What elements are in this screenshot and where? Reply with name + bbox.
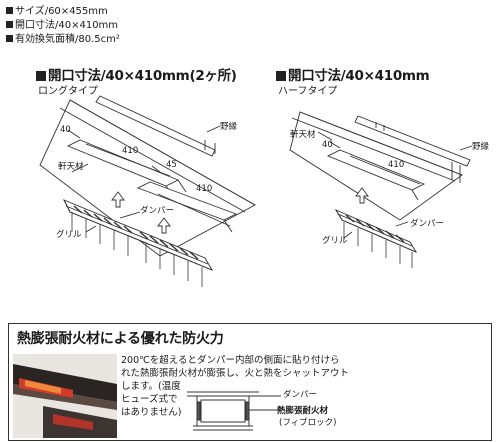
- fire-expansion-photo: [13, 354, 117, 438]
- fire-text-line-3: します。(温度: [121, 381, 181, 392]
- fire-text-line-1: 200℃を超えるとダンパー内部の側面に貼り付けら: [121, 355, 340, 366]
- half-type-subtitle: ハーフタイプ: [278, 86, 338, 97]
- fire-resistance-panel: 熱膨張耐火材による優れた防火力 200℃を超えるとダンパー内部の側面に貼り付けら…: [8, 323, 492, 441]
- half-dim-410: 410: [388, 160, 405, 170]
- long-type-heading: 開口寸法/40×410mm(2ヶ所): [36, 64, 237, 84]
- spec-vent-area: 有効換気面積/80.5cm²: [6, 34, 120, 46]
- bullet-square-icon: [36, 71, 46, 81]
- fire-text-line-2: れた熱膨張耐火材が膨張し、火と熱をシャットアウト: [121, 368, 350, 379]
- half-type-heading: 開口寸法/40×410mm: [276, 64, 430, 84]
- section-damper-label: ダンパー: [283, 390, 318, 400]
- bullet-square-icon: [6, 21, 13, 28]
- fire-photo-illustration: [13, 354, 117, 438]
- long-type-subtitle: ロングタイプ: [38, 86, 98, 97]
- bullet-square-icon: [6, 35, 13, 42]
- long-nokiten-label: 軒天材: [58, 162, 84, 172]
- long-nogiri-label: 野縁: [220, 122, 238, 132]
- long-opening-2: [136, 181, 238, 233]
- half-nogiri-label: 野縁: [472, 142, 490, 152]
- long-dim-410-a: 410: [122, 146, 139, 156]
- damper-section-diagram: [187, 391, 281, 431]
- long-up-arrow-1: [111, 191, 125, 208]
- half-grill-label: グリル: [322, 236, 348, 246]
- section-material-label: 熱膨張耐火材: [277, 406, 329, 416]
- spec-opening: 開口寸法/40×410mm: [6, 20, 118, 32]
- section-material-sub-label: (フィブロック): [279, 418, 337, 428]
- long-dim-410-b: 410: [196, 184, 213, 194]
- long-damper-label: ダンパー: [140, 206, 175, 216]
- half-up-arrow: [355, 187, 369, 204]
- fire-text-line-4: ヒューズ式で: [121, 394, 178, 405]
- half-dim-40: 40: [322, 140, 333, 150]
- half-nokiten-label: 軒天材: [290, 130, 316, 140]
- half-grill: [334, 209, 418, 268]
- long-dim-40: 40: [60, 125, 71, 135]
- long-dim-45: 45: [166, 160, 177, 170]
- long-grill-label: グリル: [56, 230, 82, 240]
- installation-diagram: [39, 95, 473, 287]
- half-opening: [326, 149, 426, 201]
- spec-size: サイズ/60×455mm: [6, 6, 108, 18]
- bullet-square-icon: [6, 7, 13, 14]
- long-grill: [63, 199, 214, 287]
- half-damper-label: ダンパー: [410, 219, 445, 229]
- bullet-square-icon: [276, 71, 286, 81]
- long-up-arrow-2: [157, 217, 171, 234]
- fire-title: 熱膨張耐火材による優れた防火力: [17, 331, 224, 347]
- fire-text-line-5: はありません): [121, 407, 182, 418]
